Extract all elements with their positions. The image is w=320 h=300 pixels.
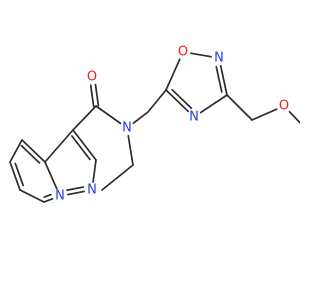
atom-label: O: [178, 45, 188, 60]
bond-N4-C5: [165, 89, 190, 113]
atom-n4: N: [187, 110, 201, 125]
atom-n-bridge: N: [53, 189, 67, 204]
bond-C5-CH2b: [147, 89, 167, 113]
bond-N2-C3-inner: [215, 65, 223, 93]
bond-O_ether-CH3: [288, 110, 300, 124]
bond-C3a-C4: [21, 139, 46, 163]
atom-label-background: [176, 45, 190, 59]
bond-N2-C3: [219, 64, 228, 96]
bond-CH2a-O_ether: [251, 108, 278, 121]
bond-C7-N_bridge: [43, 197, 54, 203]
atom-label-background: [212, 51, 226, 65]
molecule-structure: O N N O O N N N: [9, 45, 300, 204]
bond-N4-C5-inner: [171, 88, 193, 110]
atom-label-background: [277, 99, 291, 113]
bond-Cc-O_carbonyl-a: [94, 83, 100, 107]
atom-o-carbonyl: O: [85, 70, 99, 85]
bond-Cc-C3p: [72, 105, 97, 131]
bond-N_pz2-N_bridge-inner: [66, 186, 85, 191]
bond-C3-N4: [199, 94, 228, 114]
atom-o-ether: O: [277, 99, 291, 114]
bond-C6-C7: [19, 189, 45, 203]
atom-label: O: [279, 99, 289, 114]
atom-label-background: [187, 110, 201, 124]
atom-label-background: [53, 189, 67, 203]
bond-N_pz2-N_bridge: [67, 190, 85, 196]
bond-C3a-C4-inner: [20, 144, 41, 164]
bond-C5p-C6-inner: [14, 162, 25, 187]
atom-n2: N: [212, 51, 226, 66]
atom-label-background: [85, 70, 99, 84]
atom-label: N: [87, 183, 97, 198]
bond-C3p-C2p: [72, 129, 97, 161]
bond-layer: [9, 52, 300, 203]
atom-label: N: [55, 189, 65, 204]
bond-C4-C5p: [9, 139, 23, 163]
atom-label-background: [120, 121, 134, 135]
atom-o1: O: [176, 45, 190, 60]
bond-O1-N2: [190, 52, 212, 58]
atom-label: O: [87, 70, 97, 85]
atom-n-amide: N: [120, 121, 134, 136]
molecule-canvas: O N N O O N N N: [9, 45, 300, 204]
atom-label: N: [214, 51, 224, 66]
atom-label-background: [85, 183, 99, 197]
bond-CH2b-N_amide: [132, 111, 149, 125]
atom-n-pz2: N: [85, 183, 99, 198]
bond-C7-N_bridge-inner: [43, 193, 52, 198]
bond-C3-CH2a: [226, 94, 253, 121]
bond-C5p-C6: [9, 161, 21, 191]
bond-N_bridge-C3a: [44, 161, 58, 190]
bond-Cc-O_carbonyl-b: [89, 84, 95, 108]
atom-label-layer: O N N O O N N N: [53, 45, 291, 204]
bond-N_amide-Et1: [127, 135, 134, 166]
bond-C3a-C3p: [44, 129, 74, 163]
bond-C3p-C2p-inner: [71, 135, 91, 161]
atom-label: N: [189, 110, 199, 125]
atom-label: N: [122, 121, 132, 136]
bond-C2p-N_pz2: [92, 159, 97, 183]
bond-C5-O1: [165, 58, 181, 91]
bond-Et1-Et2: [101, 164, 134, 191]
bond-N_amide-Cc: [95, 105, 122, 125]
